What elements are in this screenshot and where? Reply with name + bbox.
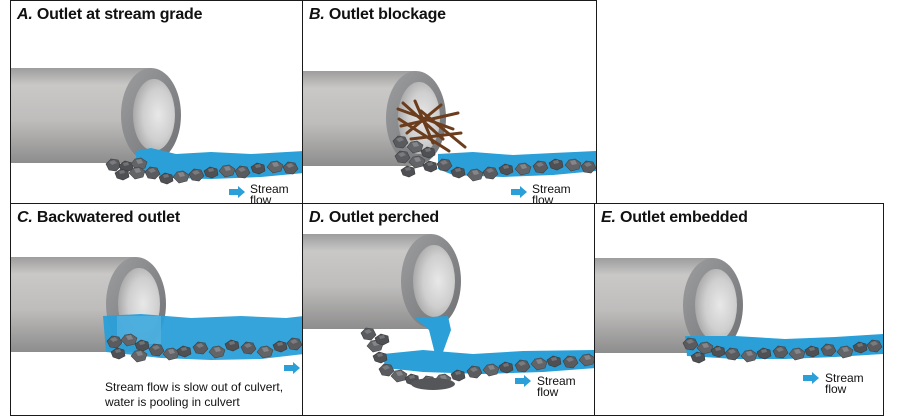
panel-title: D. Outlet perched xyxy=(309,209,439,226)
flow-arrow xyxy=(515,375,531,387)
panel-d-illustration xyxy=(303,234,596,390)
falling-water xyxy=(415,316,451,354)
panel-title: E. Outlet embedded xyxy=(601,209,748,226)
flow-arrow xyxy=(284,362,300,374)
backwater-note: Stream flow is slow out of culvert,water… xyxy=(105,380,284,409)
panel-b-illustration xyxy=(303,71,596,198)
panel-title: A. Outlet at stream grade xyxy=(17,6,203,23)
flow-arrow xyxy=(803,372,819,384)
flow-arrow xyxy=(511,186,527,198)
debris-blockage xyxy=(396,99,467,153)
panel-a-illustration xyxy=(11,68,304,198)
culvert-opening xyxy=(695,269,737,341)
panel-c-illustration xyxy=(11,257,304,374)
flow-arrow xyxy=(229,186,245,198)
panel-title: B. Outlet blockage xyxy=(309,6,446,23)
scour-pool xyxy=(411,378,455,390)
culvert-opening xyxy=(413,245,455,317)
panel-c: C. Backwatered outlet Stream flow is slo… xyxy=(10,203,305,416)
culvert-opening xyxy=(133,79,175,151)
panel-title: C. Backwatered outlet xyxy=(17,209,180,226)
panel-e-illustration xyxy=(595,258,883,384)
